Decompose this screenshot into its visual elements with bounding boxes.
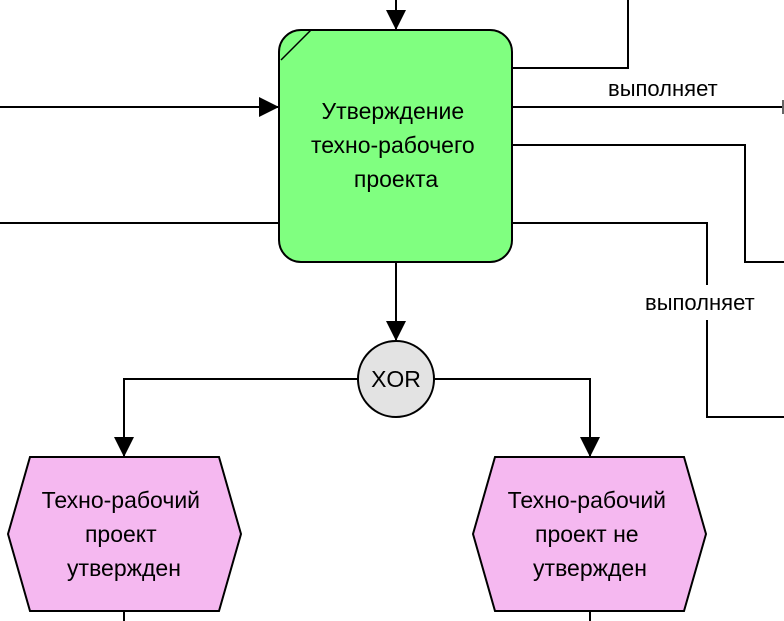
event-not-approved-label: Техно-рабочий проект не утвержден — [508, 487, 673, 581]
event-approved-line-1: Техно-рабочий — [42, 487, 200, 513]
event-approved-line-3: утвержден — [67, 555, 181, 581]
event-not-approved-line-1: Техно-рабочий — [508, 487, 666, 513]
event-not-approved-line-2: проект не — [535, 521, 639, 547]
function-label: Утверждение техно-рабочего проекта — [311, 98, 481, 192]
function-approve-project[interactable]: Утверждение техно-рабочего проекта — [278, 29, 513, 263]
function-label-line-2: техно-рабочего — [311, 132, 475, 158]
edge-performs-2-upper[interactable] — [512, 222, 708, 285]
edge-right-middle[interactable] — [512, 144, 784, 263]
function-label-line-3: проекта — [354, 166, 438, 192]
edge-label-performs-1: выполняет — [608, 76, 718, 101]
event-approved-line-2: проект — [85, 521, 157, 547]
edge-xor-to-approved[interactable] — [114, 378, 358, 457]
edge-xor-to-not-approved[interactable] — [434, 378, 600, 457]
edge-right-top[interactable] — [512, 0, 629, 69]
event-project-not-approved[interactable]: Техно-рабочий проект не утвержден — [471, 456, 708, 612]
xor-label: XOR — [371, 366, 421, 392]
event-approved-label: Техно-рабочий проект утвержден — [42, 487, 207, 581]
function-corner-mark — [280, 29, 312, 61]
event-not-approved-line-3: утвержден — [533, 555, 647, 581]
event-project-approved[interactable]: Техно-рабочий проект утвержден — [6, 456, 243, 612]
xor-connector[interactable]: XOR — [357, 340, 435, 418]
function-label-line-1: Утверждение — [321, 98, 464, 124]
edge-label-performs-2: выполняет — [645, 290, 755, 315]
edge-performs-2-lower[interactable] — [706, 320, 784, 418]
